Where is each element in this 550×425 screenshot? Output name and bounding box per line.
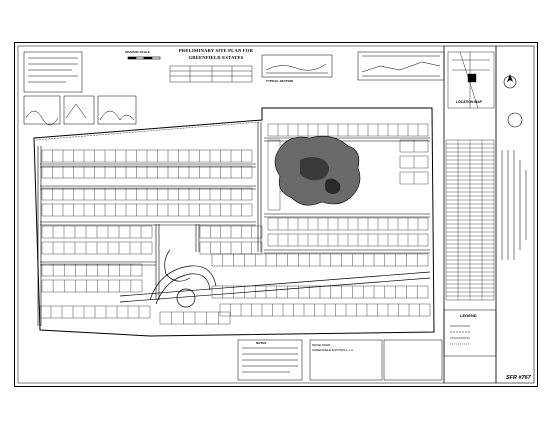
developer-line1: DEVELOPER:	[312, 343, 332, 347]
detail-sketches	[23, 51, 137, 126]
wooded-area	[274, 135, 361, 206]
location-map-label: LOCATION MAP	[456, 100, 482, 104]
north-arrow-icon	[503, 74, 517, 89]
typical-section-label: TYPICAL SECTION	[266, 79, 293, 83]
lots	[39, 123, 431, 325]
seal-icon	[507, 112, 523, 128]
drawing-sheet	[14, 42, 538, 387]
plan-title-line1: PRELIMINARY SITE PLAN FOR	[178, 48, 254, 53]
graphic-scale-label: GRAPHIC SCALE	[125, 50, 150, 54]
legend-label: LEGEND	[460, 313, 477, 318]
legend-box	[443, 309, 497, 357]
developer-line2: GREENFIELD ESTATES L.L.C.	[312, 348, 355, 352]
roads	[37, 122, 430, 326]
graphic-scale	[127, 56, 161, 60]
plan-title-line2: GREENFIELD ESTATES	[188, 55, 244, 60]
property-boundary	[33, 107, 435, 337]
notes-label: NOTES	[256, 341, 267, 345]
drawing-number: SFR #767	[506, 375, 531, 381]
location-map	[447, 51, 495, 109]
